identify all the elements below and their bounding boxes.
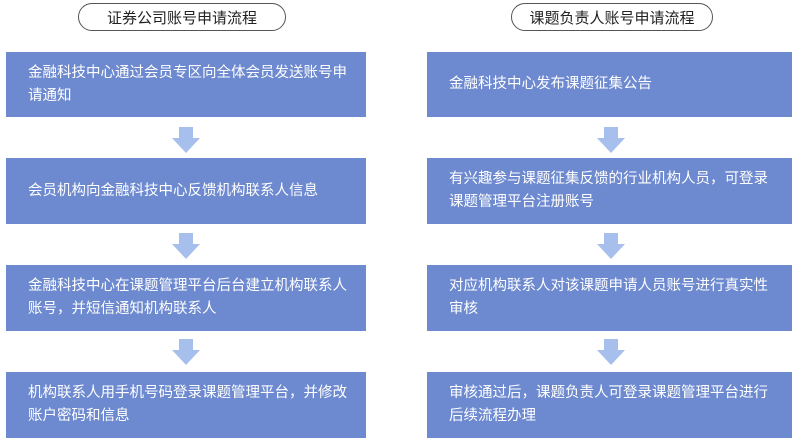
right-flow-title: 课题负责人账号申请流程 (511, 3, 713, 31)
left-step-4: 机构联系人用手机号码登录课题管理平台，并修改账户密码和信息 (6, 372, 366, 438)
left-flow-title: 证券公司账号申请流程 (78, 3, 286, 31)
right-step-4: 审核通过后，课题负责人可登录课题管理平台进行后续流程办理 (427, 372, 792, 438)
right-arrow-2 (597, 233, 625, 259)
left-step-1: 金融科技中心通过会员专区向全体会员发送账号申请通知 (6, 52, 366, 117)
right-step-3: 对应机构联系人对该课题申请人员账号进行真实性审核 (427, 265, 792, 331)
left-arrow-1 (172, 127, 200, 153)
right-arrow-1 (597, 127, 625, 153)
left-arrow-3 (172, 339, 200, 365)
left-step-3: 金融科技中心在课题管理平台后台建立机构联系人账号，并短信通知机构联系人 (6, 265, 366, 331)
right-arrow-3 (597, 339, 625, 365)
left-step-2: 会员机构向金融科技中心反馈机构联系人信息 (6, 158, 366, 224)
left-arrow-2 (172, 233, 200, 259)
right-step-2: 有兴趣参与课题征集反馈的行业机构人员，可登录课题管理平台注册账号 (427, 158, 792, 224)
right-step-1: 金融科技中心发布课题征集公告 (427, 52, 792, 117)
